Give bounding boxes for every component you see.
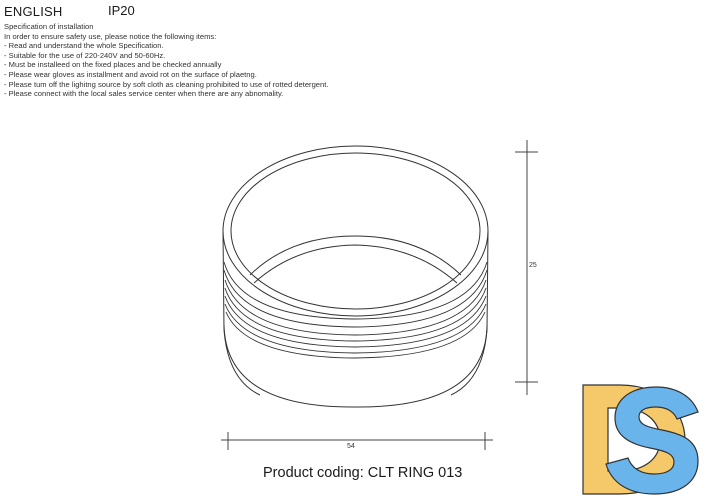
header: ENGLISH IP20 — [4, 3, 135, 21]
spec-item: - Suitable for the use of 220-240V and 5… — [4, 50, 166, 60]
spec-intro: In order to ensure safety use, please no… — [4, 31, 217, 41]
ring-inner-rim — [230, 152, 481, 310]
thread-lines — [223, 261, 488, 359]
spec-item: - Please connect with the local sales se… — [4, 89, 284, 99]
ds-logo — [582, 384, 699, 495]
spec-title: Specification of installation — [4, 22, 94, 31]
spec-item: - Must be installeed on the fixed places… — [4, 60, 222, 70]
ip-rating: IP20 — [108, 3, 135, 18]
language-label: ENGLISH — [4, 4, 63, 19]
logo-s-letter — [605, 386, 699, 495]
height-dimension-label: 25 — [529, 262, 537, 269]
width-dimension — [221, 432, 493, 450]
height-dimension — [515, 140, 538, 395]
width-dimension-label: 54 — [347, 443, 355, 450]
ring-inner-back-edge-2 — [253, 244, 458, 284]
spec-item: - Please tum off the lighitng source by … — [4, 79, 329, 89]
product-coding: Product coding: CLT RING 013 — [263, 465, 463, 481]
spec-item: - Read and understand the whole Specific… — [4, 41, 164, 51]
ring-bottom-edge — [223, 324, 488, 408]
spec-item: - Please wear gloves as installment and … — [4, 69, 257, 79]
specification-text: Specification of installation In order t… — [4, 22, 328, 99]
ring-inner-back-edge — [249, 235, 462, 276]
ring-outer-rim — [222, 145, 489, 317]
